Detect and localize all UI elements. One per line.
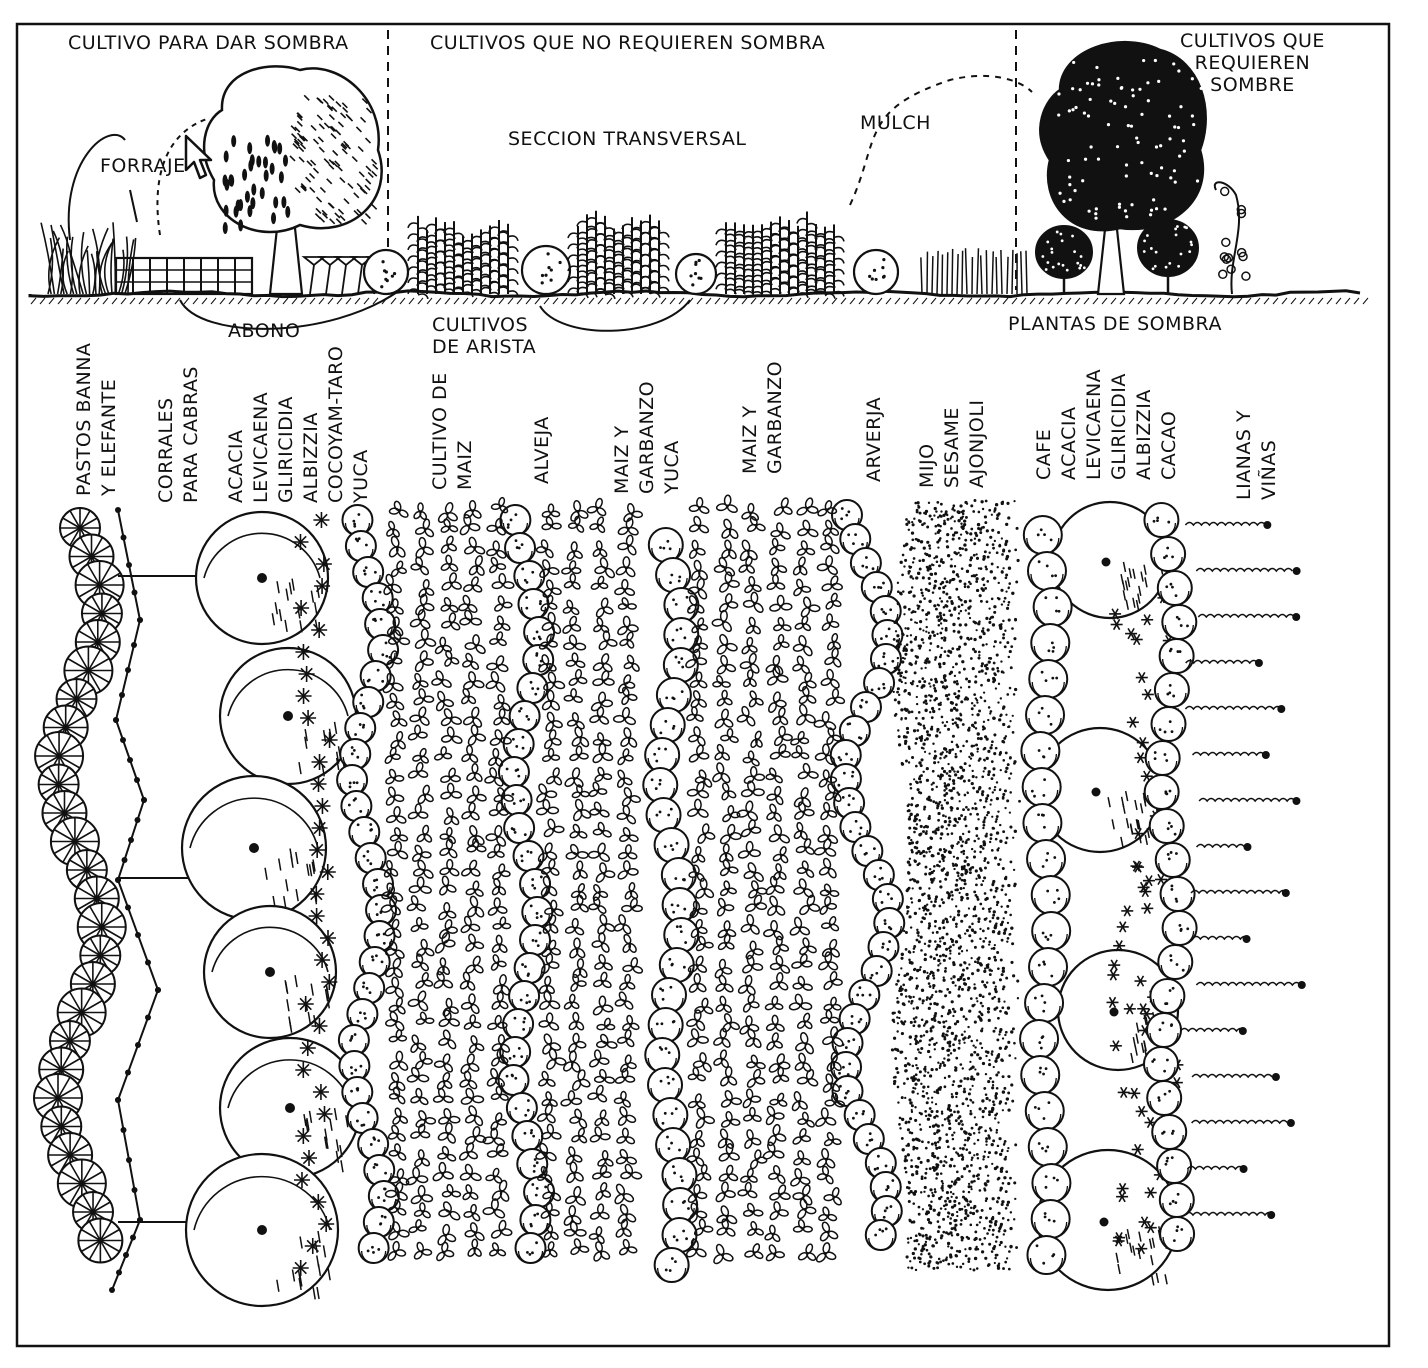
plan-maiz-yuca-row	[643, 528, 698, 1282]
plan-millet-sesame-band	[891, 499, 1021, 1271]
header-need-shade-crops: CULTIVOS QUE REQUIEREN SOMBRE	[1180, 30, 1325, 96]
millet-block	[921, 248, 1027, 294]
bush-cocoyam	[364, 250, 408, 294]
header-no-shade-crops: CULTIVOS QUE NO REQUIEREN SOMBRA	[430, 32, 825, 54]
header-shade-crops: CULTIVO PARA DAR SOMBRA	[68, 32, 349, 54]
row-label-alveja: ALVEJA	[530, 416, 555, 484]
vine-plant	[1215, 182, 1250, 294]
row-label-millet-sesame: MIJO SESAME AJONJOLI	[915, 399, 990, 488]
bush-arverja	[854, 250, 898, 294]
edge-crops-arrow	[540, 300, 690, 331]
mulch-arrow	[850, 76, 1032, 205]
bush-alveja	[522, 246, 570, 294]
row-label-corn: CULTIVO DE MAIZ	[428, 372, 478, 490]
plan-legume-plants	[380, 495, 845, 1265]
plan-cafe-row	[1020, 516, 1072, 1274]
row-label-vines: LIANAS Y VIÑAS	[1232, 410, 1282, 500]
corn-stalks-2	[568, 211, 669, 299]
plan-grass-row	[34, 508, 126, 1263]
bush-yuca	[676, 254, 716, 294]
label-manure: ABONO	[228, 320, 300, 342]
cafe-bush-2	[1138, 220, 1198, 294]
label-cross-section: SECCION TRANSVERSAL	[508, 128, 746, 150]
label-shade-plants: PLANTAS DE SOMBRA	[1008, 313, 1222, 335]
corn-stalks-3	[716, 211, 844, 298]
goat-pen	[116, 258, 252, 294]
plan-alveja-row	[499, 505, 555, 1263]
plan-shade-trees	[182, 512, 360, 1306]
forage-arrow-1	[69, 135, 125, 240]
forage-arrow-3	[130, 190, 137, 222]
row-label-grasses: PASTOS BANNA Y ELEFANTE	[72, 343, 122, 496]
row-label-corn-chickpea-cassava: MAIZ Y GARBANZO YUCA	[610, 381, 685, 494]
mouse-pointer-icon	[184, 134, 214, 182]
corn-stalks-1	[408, 216, 518, 299]
row-label-arverja: ARVERJA	[862, 397, 887, 482]
row-label-shade-needing: CAFE ACACIA LEVICAENA GLIRICIDIA ALBIZZI…	[1032, 369, 1182, 480]
plan-arverja-row	[831, 500, 905, 1250]
label-forage: FORRAJE	[100, 155, 186, 177]
row-label-corn-chickpea: MAIZ Y GARBANZO	[738, 361, 788, 474]
row-label-goat-pens: CORRALES PARA CABRAS	[154, 366, 204, 503]
row-label-shade-trees: ACACIA LEVICAENA GLIRICIDIA ALBIZZIA COC…	[224, 346, 374, 503]
plan-vines	[1180, 521, 1305, 1219]
label-edge-crops: CULTIVOS DE ARISTA	[432, 314, 536, 358]
label-mulch: MULCH	[860, 112, 931, 134]
cafe-bush-1	[1036, 226, 1092, 294]
